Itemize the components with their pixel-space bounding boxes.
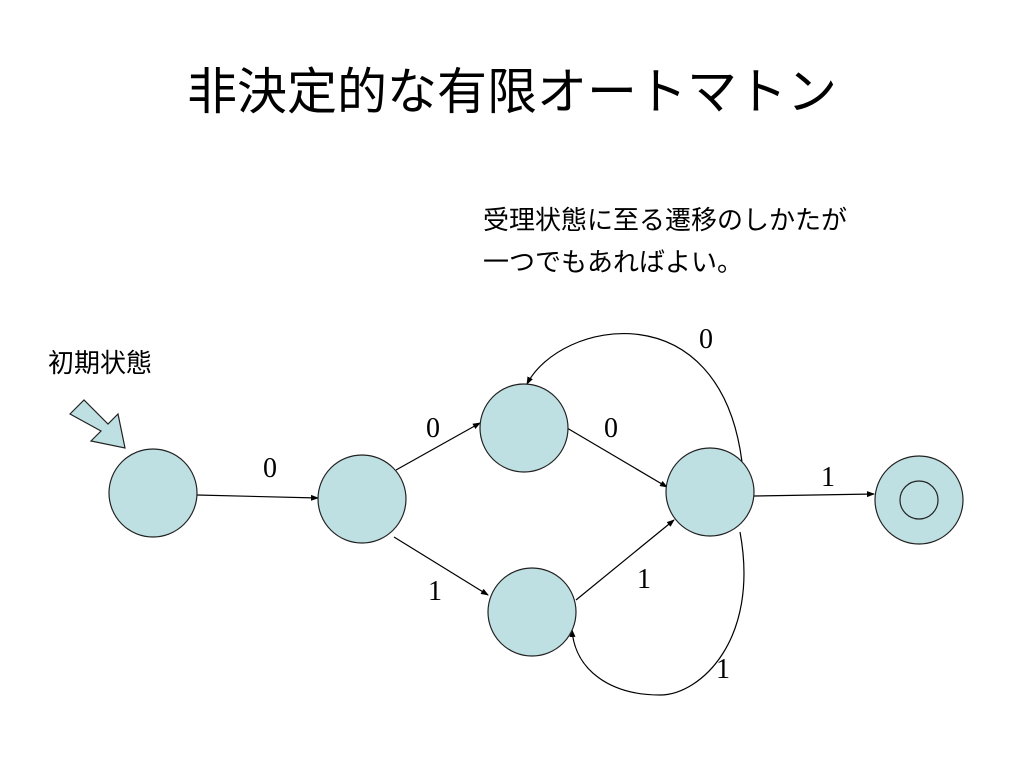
- edge-q1-q2: [395, 422, 481, 471]
- initial-state-label: 初期状態: [48, 349, 153, 379]
- slide-title: 非決定的な有限オートマトン: [187, 63, 837, 121]
- transition-edges: [196, 333, 875, 696]
- state-q5-inner-ring: [899, 480, 939, 520]
- edge-q0-q1: [196, 494, 319, 501]
- edge-q1-q3: [393, 536, 489, 596]
- state-q4: [665, 447, 755, 537]
- acceptance-note-line-1: 受理状態に至る遷移のしかたが: [483, 206, 848, 236]
- label-q3-q4: 1: [637, 564, 651, 595]
- acceptance-note: 受理状態に至る遷移のしかたが 一つでもあればよい。: [483, 200, 847, 284]
- label-q1-q2: 0: [426, 413, 440, 444]
- edge-q2-q4: [566, 427, 668, 488]
- state-q0: [108, 448, 198, 538]
- edge-q3-q4: [575, 519, 675, 601]
- label-q0-q1: 0: [263, 453, 277, 484]
- state-q3: [487, 567, 577, 657]
- edge-labels: 0 0 1 0 1 1 0 1: [263, 324, 835, 685]
- label-q2-q4: 0: [604, 413, 618, 444]
- edge-q4-q5: [753, 491, 875, 498]
- label-q4-q2-loop: 0: [699, 324, 713, 355]
- label-q1-q3: 1: [428, 576, 442, 607]
- state-q1: [317, 454, 407, 544]
- label-q4-q3-loop: 1: [716, 654, 730, 685]
- label-q4-q5: 1: [821, 462, 835, 493]
- acceptance-note-line-2: 一つでもあればよい。: [483, 248, 744, 278]
- state-q2: [479, 383, 569, 473]
- states: [108, 383, 964, 657]
- edge-q4-q2-loop: [526, 333, 743, 463]
- edge-q4-q3-loop: [569, 531, 745, 696]
- initial-state-arrow: [69, 399, 126, 449]
